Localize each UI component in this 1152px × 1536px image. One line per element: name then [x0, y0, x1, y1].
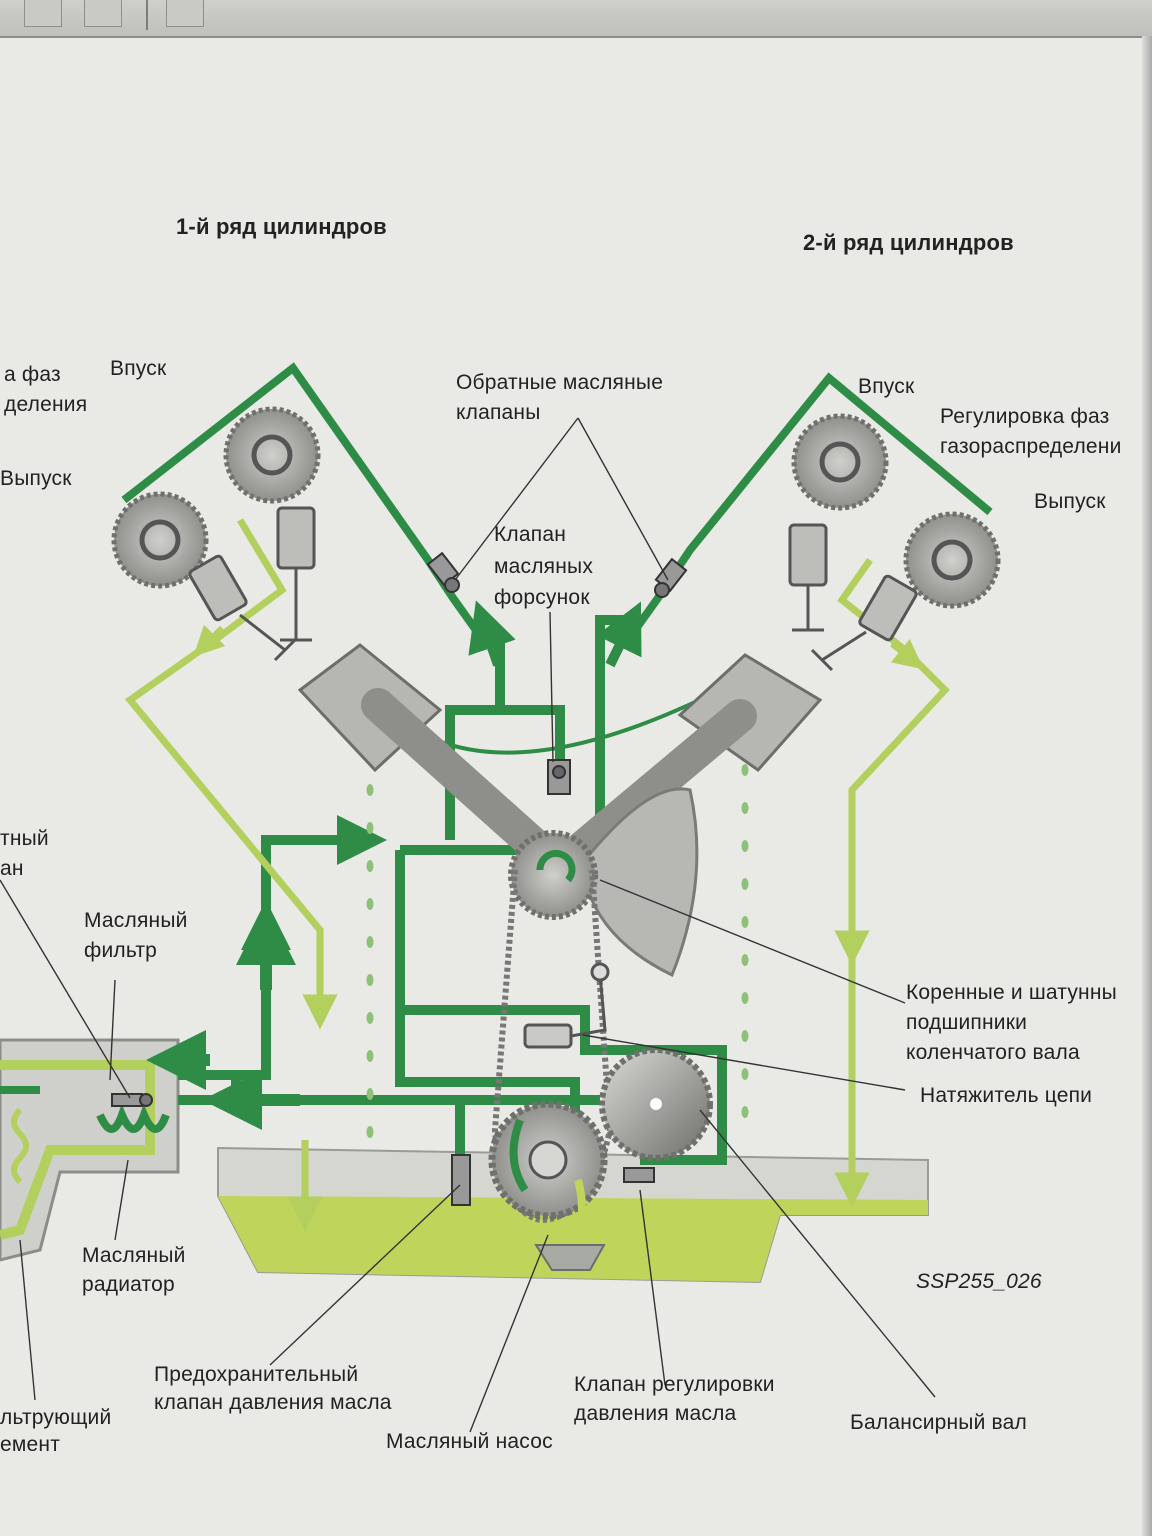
label-filter-element-2: емент [0, 1433, 61, 1456]
oil-drop [366, 1126, 374, 1138]
bypass-valve [111, 1093, 153, 1107]
oil-drop [366, 822, 374, 834]
oil-drips [366, 764, 749, 1138]
bank2-pressure-line [624, 372, 993, 643]
oil-drop [741, 1068, 749, 1080]
label-nozzle-valve-3: форсунок [494, 586, 590, 609]
label-oil-filter-1: Масляный [84, 909, 188, 932]
label-bearings-3: коленчатого вала [906, 1041, 1080, 1064]
valve-train-bank2 [788, 523, 918, 672]
label-vvt-left-2: деления [4, 393, 88, 416]
piston-bank2 [563, 653, 823, 867]
oil-drop [366, 860, 374, 872]
label-vvt-right-2: газораспределени [940, 435, 1122, 458]
toolbar-separator [146, 0, 148, 30]
label-chain-tensioner: Натяжитель цепи [920, 1084, 1093, 1107]
oil-strainer [534, 1244, 606, 1271]
label-pressure-valve-2: давления масла [574, 1402, 737, 1425]
balance-shaft-gear [599, 1047, 713, 1161]
label-bearings-2: подшипники [906, 1011, 1028, 1034]
bank1-title: 1-й ряд цилиндров [176, 214, 387, 239]
comment-icon[interactable] [24, 0, 62, 27]
oil-sump [217, 1146, 929, 1284]
oil-drop [741, 954, 749, 966]
oil-drop [366, 898, 374, 910]
figure-code: SSP255_026 [916, 1270, 1042, 1293]
camshaft-intake-bank2 [791, 413, 889, 511]
label-oil-cooler-2: радиатор [82, 1273, 175, 1296]
oil-drop [366, 1050, 374, 1062]
check-valve-bank1 [426, 551, 460, 593]
return-arrow [890, 638, 924, 670]
oil-drop [741, 802, 749, 814]
oil-drop [741, 878, 749, 890]
oil-nozzle-valve [547, 759, 571, 795]
oil-drop [366, 936, 374, 948]
label-relief-valve-1: Предохранительный [154, 1363, 359, 1386]
bank1-pressure-line [121, 362, 487, 643]
oil-drop [366, 784, 374, 796]
leader-lines [0, 417, 936, 1433]
label-oil-pump: Масляный насос [386, 1430, 553, 1453]
check-valve-bank2 [654, 557, 688, 598]
oil-drop [366, 1088, 374, 1100]
camshaft-intake-bank1 [223, 406, 321, 504]
oil-pump-gear [488, 1100, 608, 1241]
label-nozzle-valve-1: Клапан [494, 523, 567, 546]
label-exhaust-right: Выпуск [1034, 490, 1106, 513]
label-relief-valve-2: клапан давления масла [154, 1391, 392, 1414]
label-bypass-left-2: ан [0, 857, 24, 880]
label-intake-right: Впуск [858, 375, 915, 398]
viewer-toolbar [0, 0, 1152, 38]
label-balance-shaft: Балансирный вал [850, 1411, 1028, 1434]
label-vvt-right-1: Регулировка фаз [940, 405, 1110, 428]
lubrication-diagram [0, 362, 1001, 1433]
label-nozzle-valve-2: масляных [494, 555, 594, 578]
label-bypass-left-1: тный [0, 827, 49, 850]
bank2-title: 2-й ряд цилиндров [803, 230, 1014, 255]
camshaft-exhaust-bank1 [111, 491, 209, 589]
label-check-valves-1: Обратные масляные [456, 371, 664, 394]
camshaft-exhaust-bank2 [903, 511, 1001, 609]
label-intake-left: Впуск [110, 357, 167, 380]
label-filter-element-1: льтрующий [0, 1406, 112, 1429]
chain-tensioner [523, 962, 610, 1049]
flow-arrow [468, 600, 516, 667]
return-arrow [193, 624, 226, 657]
crankshaft [508, 787, 699, 978]
label-exhaust-left: Выпуск [0, 467, 72, 490]
relief-valve [451, 1154, 471, 1206]
oil-drop [741, 992, 749, 1004]
edit-icon[interactable] [84, 0, 122, 27]
label-oil-cooler-1: Масляный [82, 1244, 186, 1267]
monitor-bezel [1142, 36, 1152, 1536]
label-bearings-1: Коренные и шатунны [906, 981, 1117, 1004]
flow-arrow [596, 601, 642, 668]
pressure-control-valve [623, 1167, 655, 1183]
oil-drop [741, 1030, 749, 1042]
label-vvt-left-1: а фаз [4, 363, 61, 386]
oil-drop [741, 840, 749, 852]
label-oil-filter-2: фильтр [84, 939, 158, 962]
oil-cooler-housing [0, 1038, 180, 1262]
oil-drop [366, 1012, 374, 1024]
oil-drop [741, 764, 749, 776]
expand-icon[interactable] [166, 0, 204, 27]
oil-drop [741, 916, 749, 928]
valve-train-bank1 [188, 506, 316, 662]
piston-bank1 [297, 643, 557, 867]
oil-drop [366, 974, 374, 986]
label-pressure-valve-1: Клапан регулировки [574, 1373, 775, 1396]
label-check-valves-2: клапаны [456, 401, 541, 424]
oil-drop [741, 1106, 749, 1118]
